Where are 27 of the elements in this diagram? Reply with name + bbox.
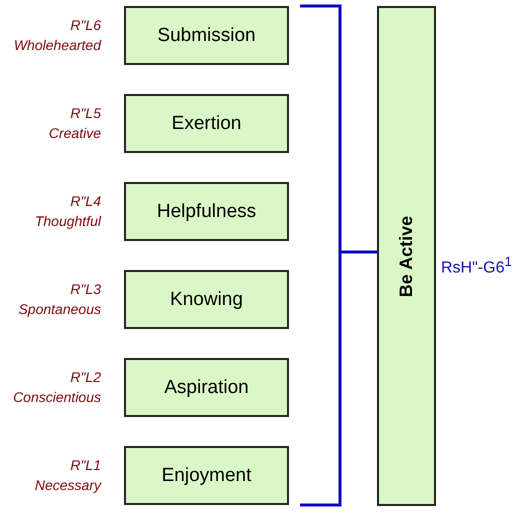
process-box (124, 94, 289, 153)
node-label: Be Active (396, 215, 417, 297)
level-code: R"L1 (70, 456, 101, 475)
group-column (377, 6, 436, 506)
process-box (124, 182, 289, 241)
group-code: RsH"-G6$^{1}$ (441, 254, 512, 278)
level-code: R"L2 (70, 368, 101, 387)
process-box (124, 270, 289, 329)
level-description: Creative (48, 124, 101, 143)
level-description: Wholehearted (14, 36, 101, 55)
level-code: R"L6 (70, 16, 101, 35)
level-description: Conscientious (13, 388, 101, 407)
node-label: Enjoyment (162, 464, 252, 486)
process-box (124, 6, 289, 65)
level-description: Thoughtful (34, 212, 101, 231)
process-box (124, 446, 289, 505)
node-label: Knowing (170, 288, 243, 310)
level-code: R"L3 (70, 280, 101, 299)
node-label: Exertion (172, 112, 242, 134)
level-description: Spontaneous (18, 300, 101, 319)
node-label: Helpfulness (156, 200, 256, 222)
level-code: R"L4 (70, 192, 101, 211)
process-box (124, 358, 289, 417)
level-description: Necessary (34, 476, 101, 495)
level-code: R"L5 (70, 104, 101, 123)
node-label: Submission (157, 24, 256, 46)
node-label: Aspiration (164, 376, 249, 398)
